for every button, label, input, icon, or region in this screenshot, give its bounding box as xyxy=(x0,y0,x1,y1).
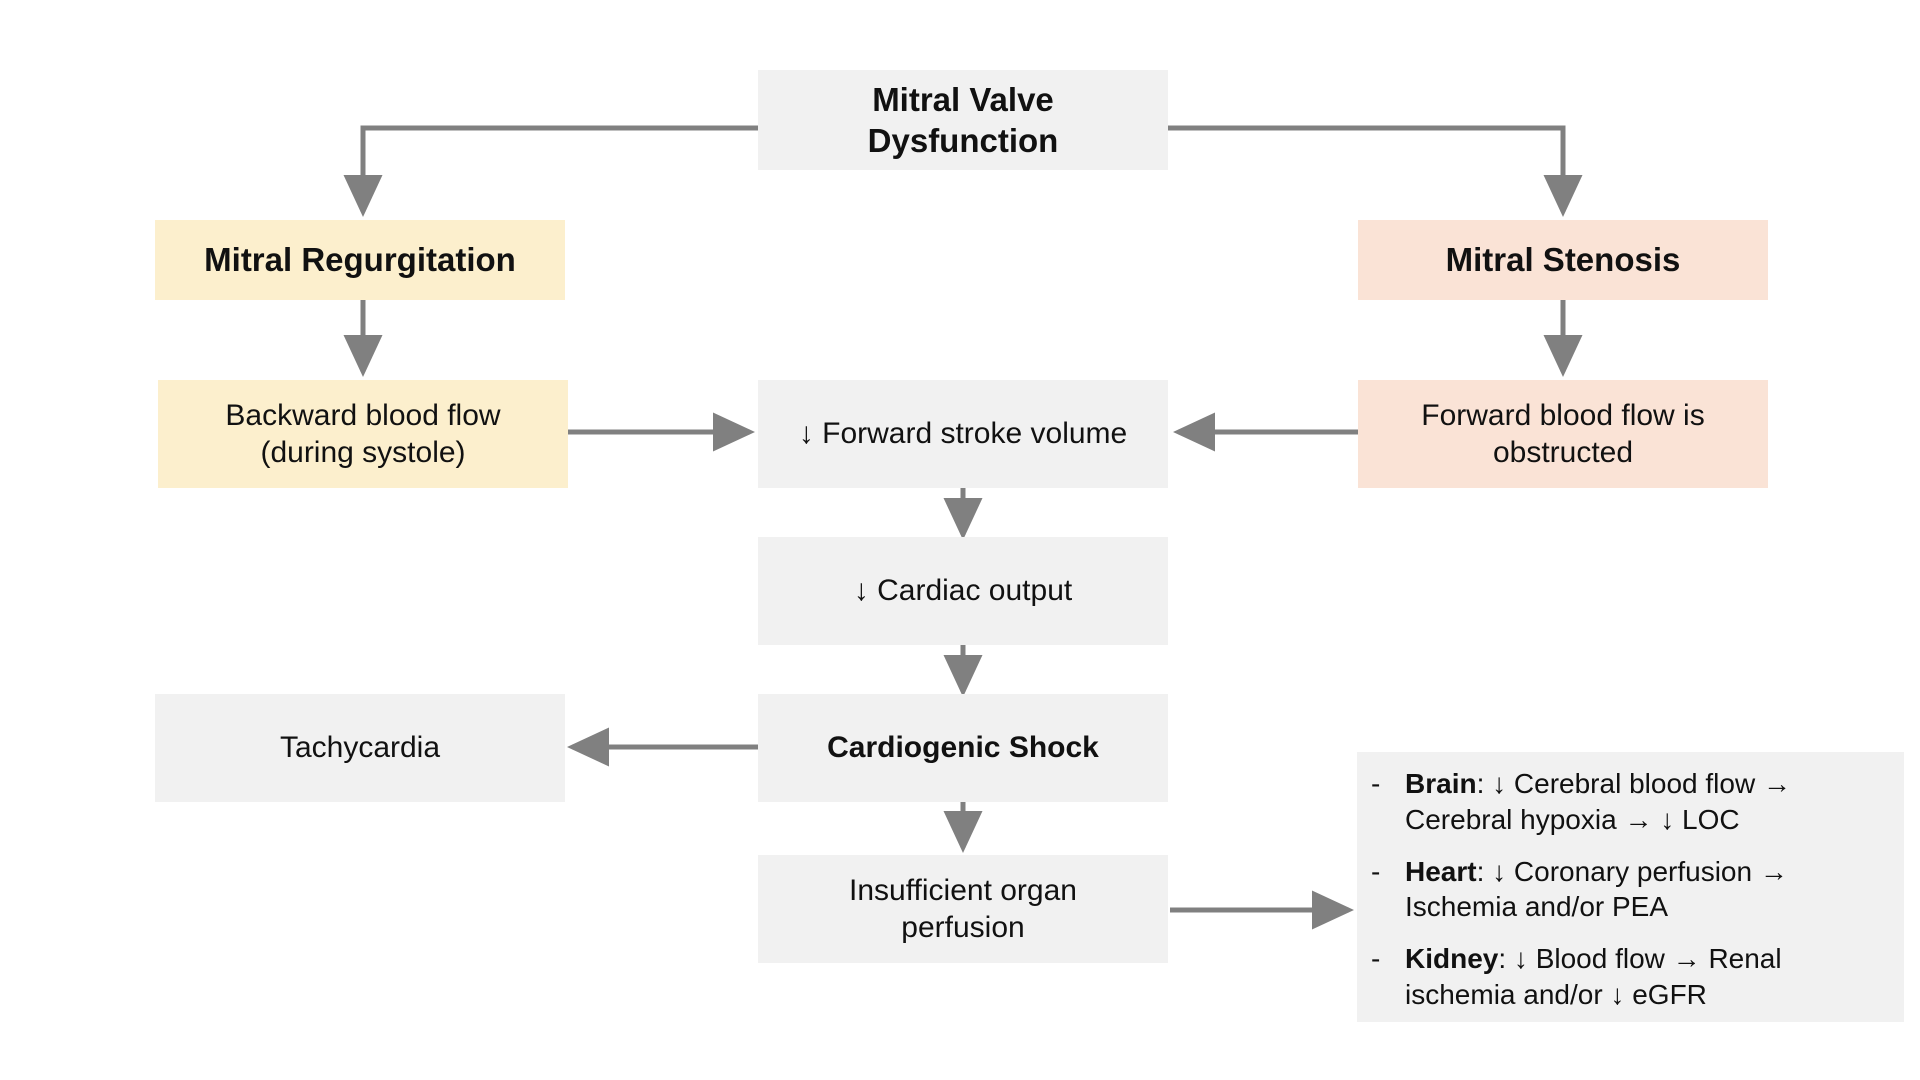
node-forward-flow-obstructed[interactable]: Forward blood flow is obstructed xyxy=(1358,380,1768,488)
node-forward-stroke-volume[interactable]: ↓ Forward stroke volume xyxy=(758,380,1168,488)
node-label: ↓ Cardiac output xyxy=(853,574,1073,608)
organ-separator: : xyxy=(1476,768,1493,799)
organ-effect-text: ↓ Blood flow → Renal ischemia and/or ↓ e… xyxy=(1405,943,1782,1011)
organ-effect-text: ↓ Coronary perfusion → Ischemia and/or P… xyxy=(1405,855,1788,923)
list-item-body: Kidney: ↓ Blood flow → Renal ischemia an… xyxy=(1405,941,1886,1013)
organ-name: Kidney xyxy=(1405,943,1499,975)
node-label: Cardiogenic Shock xyxy=(827,731,1099,765)
node-label: Tachycardia xyxy=(279,731,441,765)
edge-root-to-regurgitation xyxy=(343,125,758,217)
node-cardiac-output[interactable]: ↓ Cardiac output xyxy=(758,537,1168,645)
node-backward-blood-flow[interactable]: Backward blood flow (during systole) xyxy=(158,380,568,488)
organ-name: Heart xyxy=(1405,855,1477,887)
list-item-body: Heart: ↓ Coronary perfusion → Ischemia a… xyxy=(1405,854,1886,926)
list-item: - Heart: ↓ Coronary perfusion → Ischemia… xyxy=(1371,854,1886,926)
node-label: Mitral Stenosis xyxy=(1445,241,1681,279)
node-label: Forward blood flow is obstructed xyxy=(1421,398,1705,470)
node-insufficient-organ-perfusion[interactable]: Insufficient organ perfusion xyxy=(758,855,1168,963)
node-mitral-stenosis[interactable]: Mitral Stenosis xyxy=(1358,220,1768,300)
node-label: Backward blood flow (during systole) xyxy=(225,398,501,470)
list-item: - Kidney: ↓ Blood flow → Renal ischemia … xyxy=(1371,941,1886,1013)
node-tachycardia[interactable]: Tachycardia xyxy=(155,694,565,802)
node-cardiogenic-shock[interactable]: Cardiogenic Shock xyxy=(758,694,1168,802)
organ-name: Brain xyxy=(1405,768,1477,799)
edge-root-to-stenosis xyxy=(1168,125,1583,217)
organ-separator: : xyxy=(1498,943,1514,975)
bullet-dash: - xyxy=(1371,943,1381,975)
node-label: Insufficient organ perfusion xyxy=(849,873,1077,945)
node-label: Mitral Valve Dysfunction xyxy=(867,80,1059,159)
list-item: - Brain: ↓ Cerebral blood flow → Cerebra… xyxy=(1371,766,1886,838)
node-label: ↓ Forward stroke volume xyxy=(798,417,1128,451)
node-organ-effects-list[interactable]: - Brain: ↓ Cerebral blood flow → Cerebra… xyxy=(1357,752,1904,1022)
bullet-dash: - xyxy=(1371,768,1381,799)
bullet-dash: - xyxy=(1371,855,1381,887)
list-item-body: Brain: ↓ Cerebral blood flow → Cerebral … xyxy=(1405,766,1886,838)
node-label: Mitral Regurgitation xyxy=(204,241,516,279)
node-mitral-valve-dysfunction[interactable]: Mitral Valve Dysfunction xyxy=(758,70,1168,170)
organ-separator: : xyxy=(1476,855,1493,887)
organ-effect-text: ↓ Cerebral blood flow → Cerebral hypoxia… xyxy=(1405,768,1791,835)
node-mitral-regurgitation[interactable]: Mitral Regurgitation xyxy=(155,220,565,300)
